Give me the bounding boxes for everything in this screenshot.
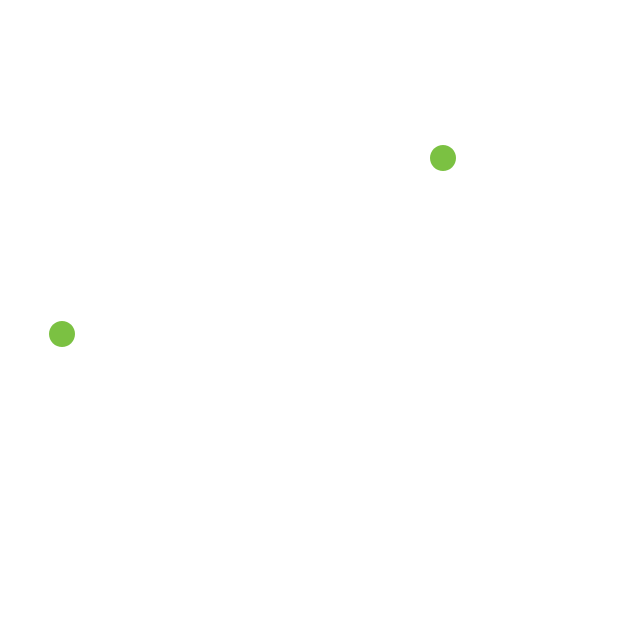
green-dot-icon <box>49 321 75 347</box>
green-dot-icon <box>430 145 456 171</box>
